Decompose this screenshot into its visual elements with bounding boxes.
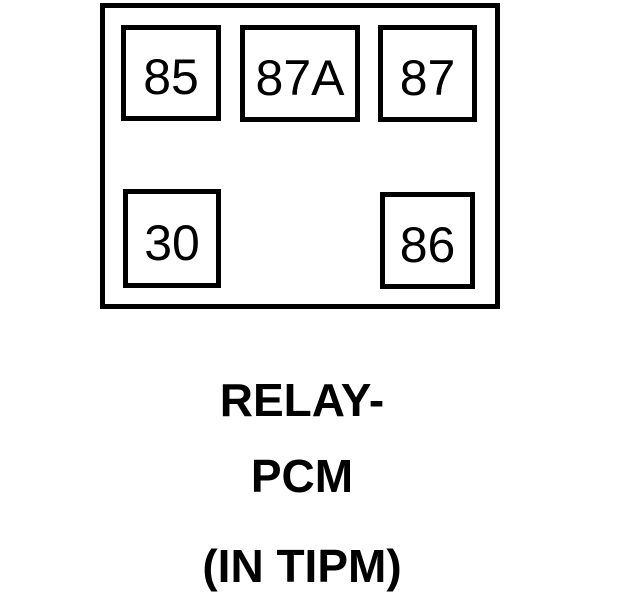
- caption-in-tipm: (IN TIPM): [202, 540, 402, 592]
- caption-relay: RELAY-: [219, 374, 385, 426]
- caption-pcm: PCM: [250, 450, 354, 502]
- pin-30: 30: [123, 189, 221, 288]
- pin-30-label: 30: [144, 214, 200, 271]
- pin-87a-label: 87A: [255, 49, 345, 106]
- pin-85-label: 85: [143, 49, 199, 105]
- pin-86-label: 86: [399, 216, 456, 273]
- pin-87: 87: [378, 25, 477, 122]
- relay-outline-box: 85 87A 87 30 86: [100, 3, 500, 309]
- pin-87-label: 87: [399, 49, 456, 106]
- pin-87a: 87A: [240, 25, 360, 122]
- pin-85: 85: [121, 25, 221, 121]
- pin-86: 86: [380, 192, 475, 289]
